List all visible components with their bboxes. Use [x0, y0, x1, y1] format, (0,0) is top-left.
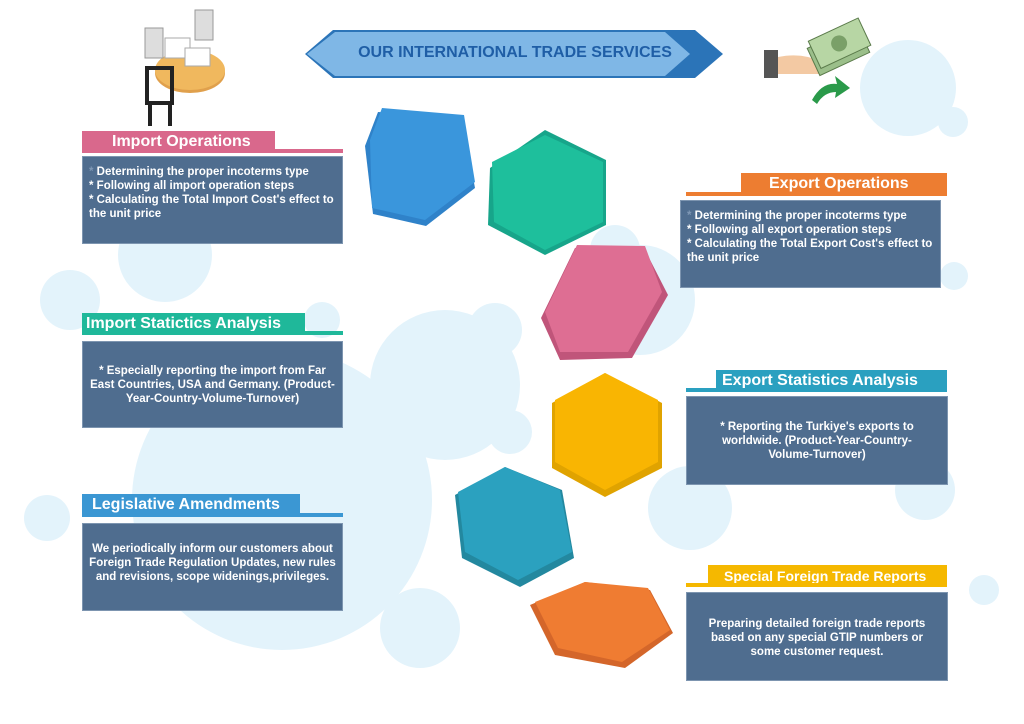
import-operations-header: Import Operations [82, 131, 275, 153]
meeting-table-icon [144, 9, 225, 126]
import-statistics-box: * Especially reporting the import from F… [82, 341, 343, 428]
line: * Calculating the Total Export Cost's ef… [687, 238, 933, 264]
special-reports-header: Special Foreign Trade Reports [708, 565, 947, 587]
export-operations-header: Export Operations [741, 173, 947, 195]
line: Determining the proper incoterms type [694, 210, 907, 222]
line: * Calculating the Total Import Cost's ef… [89, 194, 334, 220]
faint-bullet: * [89, 166, 97, 178]
export-operations-box: * Determining the proper incoterms type … [680, 200, 941, 288]
page-title: OUR INTERNATIONAL TRADE SERVICES [358, 44, 672, 61]
line: * Following all export operation steps [687, 224, 892, 236]
hexagons [365, 108, 673, 668]
legislative-box: We periodically inform our customers abo… [82, 523, 343, 611]
money-hand-icon [764, 17, 872, 104]
special-reports-box: Preparing detailed foreign trade reports… [686, 592, 948, 681]
import-statistics-header: Import Statictics Analysis [82, 313, 305, 335]
export-statistics-header: Export Statistics Analysis [716, 370, 947, 392]
import-operations-box: * Determining the proper incoterms type … [82, 156, 343, 244]
legislative-header: Legislative Amendments [82, 494, 300, 516]
line: * Following all import operation steps [89, 180, 295, 192]
title-banner [305, 30, 723, 78]
faint-bullet: * [687, 210, 695, 222]
export-statistics-box: * Reporting the Turkiye's exports to wor… [686, 396, 948, 485]
line: Determining the proper incoterms type [96, 166, 309, 178]
